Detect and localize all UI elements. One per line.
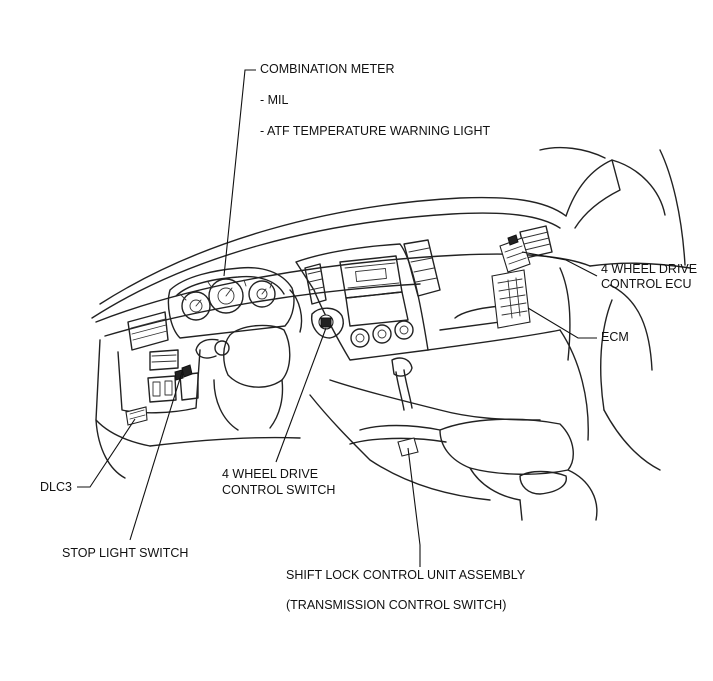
label-4wd-ecu-line1: 4 WHEEL DRIVE	[601, 262, 698, 276]
label-4wd-ecu-line2: CONTROL ECU	[601, 277, 692, 291]
combination-meter-cluster	[167, 266, 303, 339]
windshield-frame	[91, 146, 686, 319]
leader-lines	[77, 69, 598, 567]
label-4wd-switch-line2: CONTROL SWITCH	[222, 483, 336, 497]
right-dash	[427, 225, 661, 471]
label-ecm: ECM	[601, 330, 629, 344]
label-mil: - MIL	[260, 93, 289, 107]
leader-dlc3	[77, 418, 136, 488]
left-vent	[127, 311, 169, 351]
center-stack	[295, 239, 441, 361]
lower-left-panel	[95, 339, 301, 479]
label-shift-lock-line1: SHIFT LOCK CONTROL UNIT ASSEMBLY	[286, 568, 526, 582]
steering-column	[195, 324, 291, 431]
label-combination-meter: COMBINATION METER	[260, 62, 395, 76]
leader-4wd-switch	[275, 327, 327, 463]
label-shift-lock-line2: (TRANSMISSION CONTROL SWITCH)	[286, 598, 507, 612]
label-4wd-switch-line1: 4 WHEEL DRIVE	[222, 467, 319, 481]
leader-ecm	[527, 307, 597, 339]
center-console	[309, 357, 598, 521]
leader-4wd-ecu	[521, 251, 598, 277]
leader-shift-lock	[407, 447, 421, 567]
label-atf-warning-light: - ATF TEMPERATURE WARNING LIGHT	[260, 124, 491, 138]
label-stop-light-switch: STOP LIGHT SWITCH	[62, 546, 189, 560]
label-dlc3: DLC3	[40, 480, 72, 494]
leader-stop-light	[129, 371, 183, 541]
leader-combination-meter	[223, 69, 256, 277]
